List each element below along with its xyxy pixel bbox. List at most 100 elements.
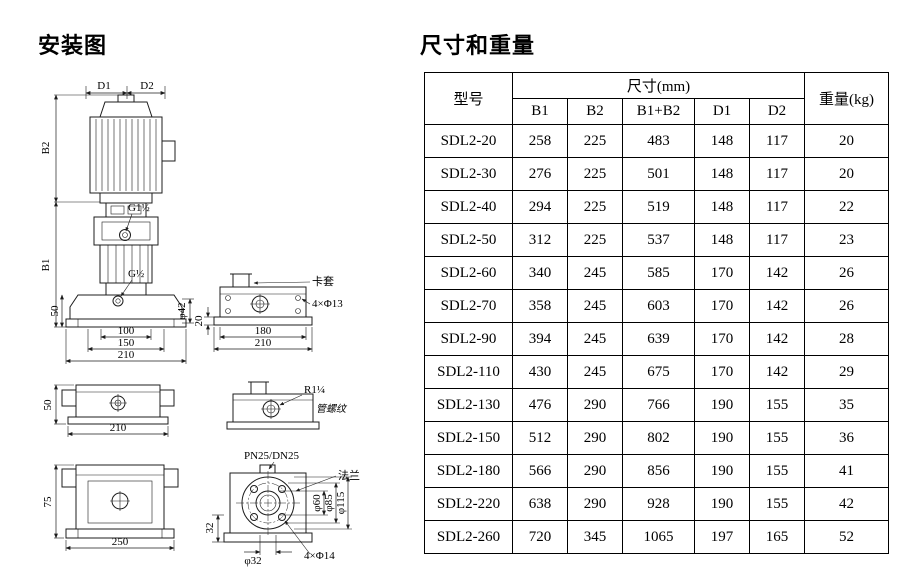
dim-label-250: 250 [112,536,129,548]
b1b2-cell: 856 [622,454,695,488]
b1-cell: 276 [512,157,568,191]
dim-label-b2: B2 [40,142,52,155]
dim-label-100: 100 [118,325,135,337]
b2-cell: 245 [567,289,623,323]
dim-label-50-base: 50 [49,305,61,317]
pipe-thread-note: 管螺纹 [316,403,348,415]
b2-cell: 290 [567,388,623,422]
col-header-model: 型号 [424,72,513,125]
table-row: SDL2-50 312 225 537 148 117 23 [424,223,889,257]
d1-cell: 190 [694,487,750,521]
flange-connection-view: PN25/DN25 法兰 φ60 φ85 φ115 32 [204,450,360,567]
table-row: SDL2-40 294 225 519 148 117 22 [424,190,889,224]
b1-cell: 312 [512,223,568,257]
b1-cell: 720 [512,520,568,554]
table-row: SDL2-110 430 245 675 170 142 29 [424,355,889,389]
weight-cell: 42 [804,487,889,521]
dimensions-weight-title: 尺寸和重量 [420,33,536,58]
b2-cell: 290 [567,421,623,455]
table-row: SDL2-60 340 245 585 170 142 26 [424,256,889,290]
d1-cell: 170 [694,355,750,389]
d2-cell: 155 [749,421,805,455]
b2-cell: 345 [567,520,623,554]
d2-cell: 155 [749,487,805,521]
installation-diagram: D1 D2 G1½ G½ [40,80,360,567]
b1b2-cell: 603 [622,289,695,323]
table-row: SDL2-150 512 290 802 190 155 36 [424,421,889,455]
d2-cell: 155 [749,454,805,488]
pn-label: PN25/DN25 [244,450,300,462]
b1-cell: 638 [512,487,568,521]
d1-cell: 170 [694,322,750,356]
b1-cell: 476 [512,388,568,422]
col-header-d2: D2 [749,98,805,125]
col-header-dims: 尺寸(mm) [512,72,805,99]
weight-cell: 26 [804,289,889,323]
d2-cell: 155 [749,388,805,422]
installation-diagram-title: 安装图 [38,33,108,58]
b2-cell: 245 [567,256,623,290]
dim-label-phi42: φ42 [176,302,188,319]
col-header-d1: D1 [694,98,750,125]
b1-cell: 512 [512,421,568,455]
dim-label-210-side: 210 [110,422,127,434]
clamp-connection-view: 卡套 4×Φ13 20 180 210 [193,273,343,352]
model-cell: SDL2-70 [424,289,513,323]
dim-label-32: 32 [204,523,216,534]
table-row: SDL2-70 358 245 603 170 142 26 [424,289,889,323]
b2-cell: 245 [567,355,623,389]
threaded-connection-view: R1¼ 管螺纹 [226,381,348,430]
d1-cell: 170 [694,256,750,290]
b1-cell: 294 [512,190,568,224]
dim-label-d2: D2 [140,80,153,92]
dim-label-b1: B1 [40,259,52,272]
model-cell: SDL2-50 [424,223,513,257]
b2-cell: 290 [567,454,623,488]
thread-label: R1¼ [304,384,325,396]
table-row: SDL2-220 638 290 928 190 155 42 [424,487,889,521]
b1-cell: 430 [512,355,568,389]
weight-cell: 29 [804,355,889,389]
weight-cell: 35 [804,388,889,422]
model-cell: SDL2-220 [424,487,513,521]
d2-cell: 117 [749,157,805,191]
b1b2-cell: 519 [622,190,695,224]
flange-label: 法兰 [338,468,360,482]
dim-label-50-side: 50 [42,399,54,411]
b2-cell: 225 [567,223,623,257]
d2-cell: 142 [749,355,805,389]
dimensions-weight-table: 型号 尺寸(mm) 重量(kg) B1 B2 B1+B2 D1 D2 SDL2-… [424,72,889,554]
side-view-a: 50 210 [42,384,175,437]
d1-cell: 190 [694,388,750,422]
header-row-groups: 型号 尺寸(mm) 重量(kg) [424,72,889,125]
table-row: SDL2-180 566 290 856 190 155 41 [424,454,889,488]
port-label-top: G1½ [128,202,150,214]
d1-cell: 148 [694,124,750,158]
d1-cell: 170 [694,289,750,323]
b2-cell: 225 [567,190,623,224]
side-view-b: 75 250 [42,464,179,551]
port-label-bottom: G½ [128,268,144,280]
d1-cell: 190 [694,454,750,488]
b1-cell: 358 [512,289,568,323]
holes-13-label: 4×Φ13 [312,298,343,310]
b1b2-cell: 639 [622,322,695,356]
b2-cell: 225 [567,157,623,191]
dim-label-phi85: φ85 [323,494,335,512]
b1b2-cell: 675 [622,355,695,389]
weight-cell: 22 [804,190,889,224]
dim-label-phi60: φ60 [311,494,323,512]
weight-cell: 41 [804,454,889,488]
dim-label-150: 150 [118,337,135,349]
d1-cell: 148 [694,157,750,191]
model-cell: SDL2-20 [424,124,513,158]
b2-cell: 290 [567,487,623,521]
d1-cell: 148 [694,223,750,257]
model-cell: SDL2-180 [424,454,513,488]
dim-label-75: 75 [42,496,54,508]
d2-cell: 117 [749,223,805,257]
table-row: SDL2-260 720 345 1065 197 165 52 [424,520,889,554]
dim-label-20: 20 [193,315,205,327]
d2-cell: 142 [749,322,805,356]
b1-cell: 258 [512,124,568,158]
